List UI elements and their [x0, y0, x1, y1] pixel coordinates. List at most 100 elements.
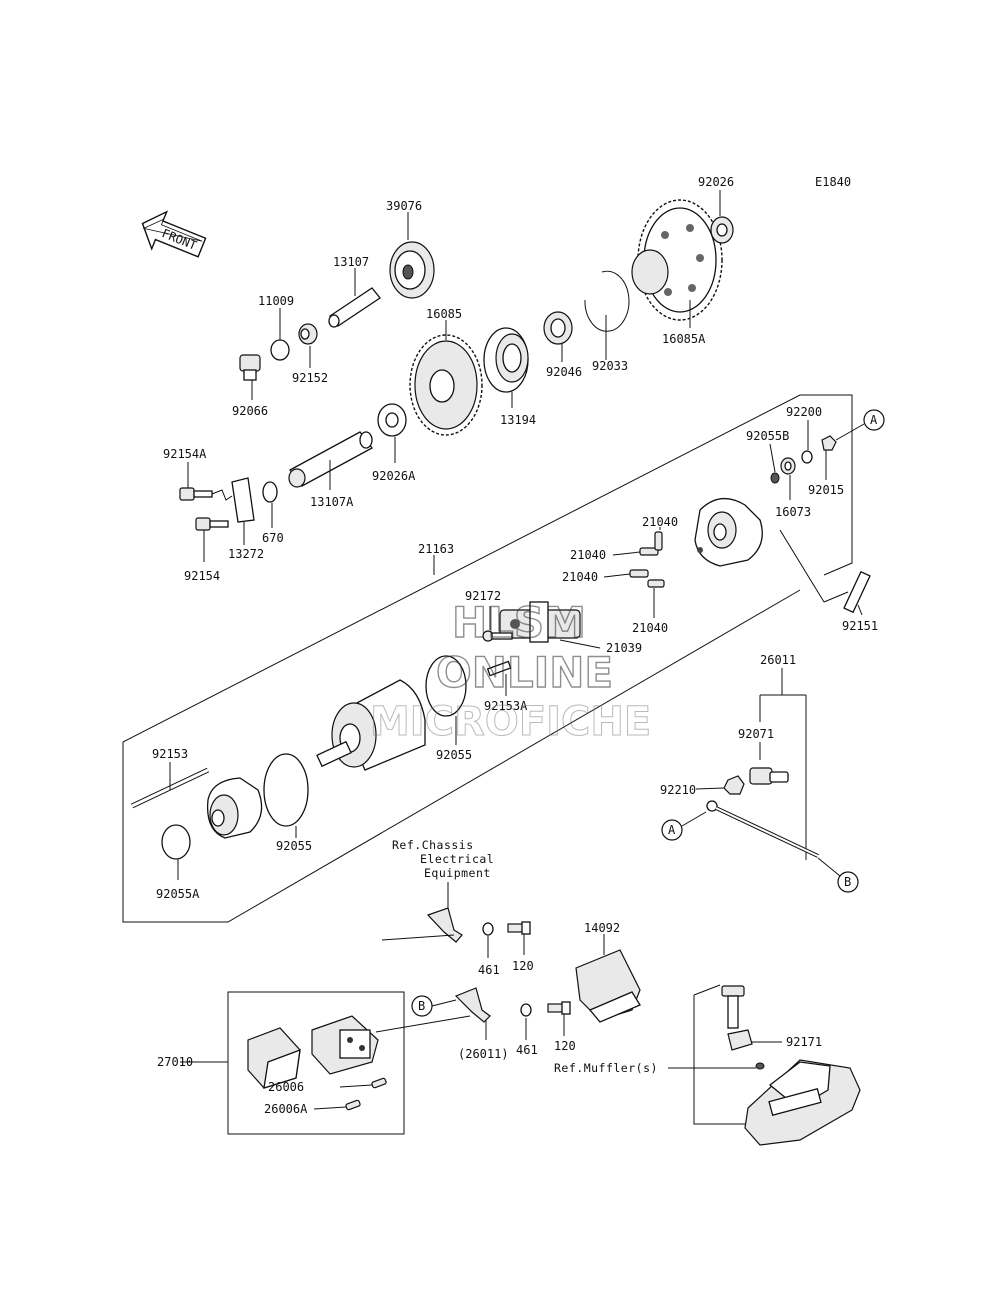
label-39076: 39076: [386, 199, 422, 213]
starter-frame-top: [122, 394, 853, 743]
label-92055-a: 92055: [436, 748, 472, 762]
oring-92055A: [161, 824, 191, 860]
label-26011-b: (26011): [458, 1047, 509, 1061]
label-92015: 92015: [808, 483, 844, 497]
callout-b-cable-label: B: [844, 875, 851, 889]
cable-cap-92071: [749, 767, 789, 785]
label-21163: 21163: [418, 542, 454, 556]
label-14092: 14092: [584, 921, 620, 935]
label-26006: 26006: [268, 1080, 304, 1094]
end-cover: [694, 498, 763, 567]
gasket-11009: [270, 339, 290, 361]
clip-92171: [727, 1029, 753, 1051]
label-92153A: 92153A: [484, 699, 528, 713]
idle-gear-39076: [389, 241, 435, 299]
label-26011: 26011: [760, 653, 796, 667]
bolt-92154: [195, 517, 229, 531]
plate-13272: [231, 477, 255, 523]
label-11009: 11009: [258, 294, 294, 308]
label-92210: 92210: [660, 783, 696, 797]
washer-92026A: [377, 403, 407, 437]
label-92055-b: 92055: [276, 839, 312, 853]
bolt-92151: [843, 570, 871, 614]
plug-92066: [239, 354, 261, 381]
label-92071: 92071: [738, 727, 774, 741]
bolt-92154A: [179, 487, 213, 501]
bolt-120-a: [507, 921, 531, 935]
label-26006A: 26006A: [264, 1102, 308, 1116]
label-92026: 92026: [698, 175, 734, 189]
oring-670: [262, 481, 278, 503]
starter-cable: [706, 800, 819, 858]
label-92055A: 92055A: [156, 887, 200, 901]
label-13194: 13194: [500, 413, 536, 427]
label-120-b: 120: [554, 1039, 576, 1053]
gear-16085A: [631, 199, 723, 321]
label-21039: 21039: [606, 641, 642, 655]
bolt-92171-head: [721, 985, 745, 1029]
washer-92026: [710, 216, 734, 244]
label-92154A: 92154A: [163, 447, 207, 461]
ref-muffler: Ref.Muffler(s): [554, 1061, 658, 1075]
label-92066: 92066: [232, 404, 268, 418]
washer-92200: [801, 450, 813, 464]
label-92152: 92152: [292, 371, 328, 385]
label-21040-a: 21040: [570, 548, 606, 562]
oring-92055B: [770, 472, 780, 484]
label-92154: 92154: [184, 569, 220, 583]
nut-92015: [821, 435, 837, 451]
watermark: HLSM ONLINE MICROFICHE: [370, 597, 652, 745]
washer-muffler: [755, 1062, 765, 1070]
fuse-26006A: [345, 1099, 361, 1111]
spring-21040-c: [629, 569, 649, 578]
starter-gear-16085: [409, 334, 483, 436]
label-21040-c: 21040: [562, 570, 598, 584]
label-461-b: 461: [516, 1043, 538, 1057]
clutch-13194: [483, 327, 529, 393]
nut-461-a: [482, 922, 494, 936]
label-92026A: 92026A: [372, 469, 416, 483]
label-13107: 13107: [333, 255, 369, 269]
shaft-13107: [328, 287, 381, 328]
diagram-code: E1840: [815, 175, 851, 189]
starter-frame-bottom: [122, 589, 801, 923]
chassis-lead: [426, 907, 463, 943]
watermark-line2: ONLINE: [436, 648, 613, 697]
label-92172: 92172: [465, 589, 501, 603]
bushing-16073: [780, 457, 796, 475]
label-92153: 92153: [152, 747, 188, 761]
spring-21040-a: [639, 547, 659, 556]
bolt-120-b: [547, 1001, 571, 1015]
callout-a-top-label: A: [870, 413, 878, 427]
relay-right: [311, 1015, 379, 1075]
nut-92210: [723, 775, 745, 795]
nut-461-b: [520, 1003, 532, 1017]
spring-21040-d: [647, 579, 665, 588]
screw-92172: [482, 630, 513, 642]
label-120-a: 120: [512, 959, 534, 973]
circlip-92033: [584, 270, 630, 332]
label-92055B: 92055B: [746, 429, 789, 443]
brush-holder-21039: [499, 601, 581, 643]
relay-lead-26011: [454, 987, 491, 1023]
label-92046: 92046: [546, 365, 582, 379]
spring-21040-b: [654, 531, 663, 551]
callout-a-cable: [661, 819, 683, 841]
label-21040-d: 21040: [632, 621, 668, 635]
label-13107A: 13107A: [310, 495, 354, 509]
ref-chassis-line2: Electrical: [420, 852, 494, 866]
callout-b-cable: [837, 871, 859, 893]
callout-a-cable-label: A: [668, 823, 676, 837]
label-92033: 92033: [592, 359, 628, 373]
callout-a-top: [863, 409, 885, 431]
oring-92055-a: [425, 655, 467, 717]
label-92151: 92151: [842, 619, 878, 633]
label-16073: 16073: [775, 505, 811, 519]
front-arrow-icon: FRONT: [141, 210, 207, 258]
fuse-26006: [371, 1077, 387, 1089]
relay-left: [247, 1027, 301, 1089]
ref-chassis-line3: Equipment: [424, 866, 491, 880]
watermark-line1: HLSM: [452, 598, 586, 647]
bolt-92153A: [486, 660, 512, 677]
